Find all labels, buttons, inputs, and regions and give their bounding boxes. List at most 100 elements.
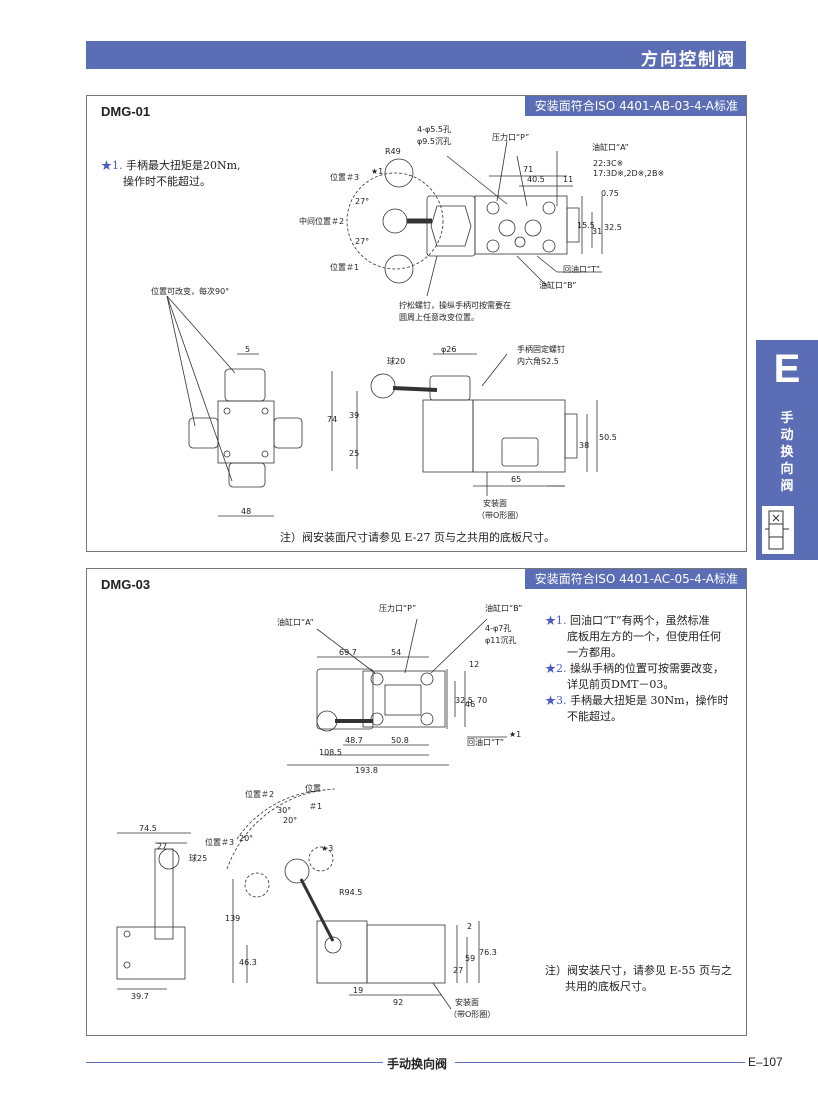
label: φ9.5沉孔 [417, 137, 451, 146]
label: 70 [477, 696, 487, 705]
section-dmg01: DMG-01 安装面符合ISO 4401-AB-03-4-A标准 ★1. 手柄最… [86, 95, 747, 552]
note-text: 手柄最大扭矩是20Nm, [126, 159, 241, 172]
note-text: 回油口“T”有两个，虽然标准 [570, 614, 710, 627]
label: 拧松螺钉，操纵手柄可按需要在 [399, 300, 511, 310]
label: 48.7 [345, 736, 363, 745]
label: 位置可改变，每次90° [151, 286, 229, 296]
label: 内六角S2.5 [517, 356, 559, 366]
handle-knob [316, 710, 338, 732]
label: 38 [579, 441, 589, 450]
label: 19 [353, 986, 363, 995]
iso-badge: 安装面符合ISO 4401-AB-03-4-A标准 [524, 96, 746, 116]
label: 5 [245, 345, 250, 354]
star-marker: ★1 [509, 730, 521, 739]
handle-knob [244, 872, 270, 898]
label: 油缸口“A” [277, 617, 314, 627]
label: 54 [391, 648, 401, 657]
tab-char: 阀 [780, 479, 794, 494]
valve-body [426, 195, 476, 257]
label: 50.5 [599, 433, 617, 442]
valve-body [366, 924, 446, 984]
label: 2 [467, 922, 472, 931]
label: 回油口“T” [467, 737, 504, 747]
label: 74 [327, 415, 337, 424]
label: 20° [239, 834, 253, 843]
note-text: 底板用左方的一个，但使用任何 [567, 630, 721, 643]
valve-symbol-icon [762, 506, 794, 554]
label: 压力口“P” [379, 603, 416, 613]
chapter-tab-body: 手 动 换 向 阀 [756, 398, 818, 560]
iso-badge: 安装面符合ISO 4401-AC-05-4-A标准 [524, 569, 746, 589]
note-item: ★3. 手柄最大扭矩是 30Nm，操作时 不能超过。 [545, 693, 745, 725]
label: 4-φ5.5孔 [417, 125, 451, 134]
handle-knob [158, 848, 180, 870]
handle-knob [370, 373, 396, 399]
star-marker: ★2. [545, 662, 567, 675]
footnote-line: 共用的底板尺寸。 [565, 980, 653, 993]
chapter-tab: E 手 动 换 向 阀 [756, 340, 818, 560]
label: 46 [465, 700, 475, 709]
label: 位置 [305, 783, 321, 793]
footer-line [455, 1062, 745, 1063]
label: 27 [157, 842, 167, 851]
label: 31 [592, 227, 602, 236]
valve-body [316, 668, 374, 730]
label: 32.5 [455, 696, 473, 705]
tab-char: 向 [780, 462, 794, 477]
label: 油缸口“B” [485, 603, 522, 613]
footer-title: 手动换向阀 [383, 1055, 452, 1072]
label: 位置＃1 [330, 262, 359, 272]
header-bar: 方向控制阀 [86, 41, 746, 70]
label: 位置＃3 [330, 172, 359, 182]
valve-body [362, 670, 446, 728]
note-item: ★1. 回油口“T”有两个，虽然标准 底板用左方的一个，但使用任何 一方都用。 [545, 613, 745, 661]
note-text: 手柄最大扭矩是 30Nm，操作时 [570, 694, 729, 707]
note-text: 一方都用。 [567, 646, 622, 659]
label: 手柄固定螺钉 [517, 344, 565, 354]
model-name: DMG-01 [101, 104, 151, 119]
label: 92 [393, 998, 403, 1007]
label: 15.5 [577, 221, 595, 230]
label: 76.3 [479, 948, 497, 957]
label: 回油口“T” [563, 264, 600, 274]
handle-arc [346, 172, 444, 270]
label: R94.5 [339, 888, 362, 897]
note-item: ★2. 操纵手柄的位置可按需要改变， 详见前页DMT－03。 [545, 661, 745, 693]
label: 40.5 [527, 175, 545, 184]
label: 27 [453, 966, 463, 975]
star-marker: ★1 [371, 167, 383, 176]
valve-body [422, 399, 474, 473]
label: 39.7 [131, 992, 149, 1001]
label: 48 [241, 507, 251, 516]
footnote: 注）阀安装面尺寸请参见 E-27 页与之共用的底板尺寸。 [280, 531, 555, 544]
note-text: 操纵手柄的位置可按需要改变， [570, 662, 724, 675]
valve-body [474, 195, 568, 255]
label: 4-φ7孔 [485, 624, 511, 633]
label: 17:3D※,2D※,2B※ [593, 169, 664, 178]
tab-char: 动 [780, 428, 794, 443]
section-dmg03: DMG-03 安装面符合ISO 4401-AC-05-4-A标准 ★1. 回油口… [86, 568, 747, 1036]
tab-char: 换 [780, 445, 794, 460]
star-marker: ★3. [545, 694, 567, 707]
label: 27° [355, 197, 369, 206]
chapter-letter: E [756, 340, 818, 398]
footnote-line: 注）阀安装尺寸，请参见 E-55 页与之 [545, 964, 732, 977]
label: 25 [349, 449, 359, 458]
label: （带O形圈） [449, 1010, 495, 1019]
label: φ11沉孔 [485, 636, 516, 645]
dmg03-drawing: 油缸口“A” 压力口“P” 油缸口“B” 4-φ7孔 φ11沉孔 69.7 54… [116, 603, 522, 1019]
model-name: DMG-03 [101, 577, 151, 592]
label: 50.8 [391, 736, 409, 745]
label: 0.75 [601, 189, 619, 198]
label: 69.7 [339, 648, 357, 657]
valve-body [217, 400, 275, 464]
label: 74.5 [139, 824, 157, 833]
label: 压力口“P” [492, 132, 529, 142]
valve-body [472, 399, 566, 473]
label: 22:3C※ [593, 159, 623, 168]
footer-line [86, 1062, 383, 1063]
chapter-tab-text: 手 动 换 向 阀 [756, 410, 818, 495]
label: 12 [469, 660, 479, 669]
label: 位置＃2 [245, 789, 274, 799]
label: 32.5 [604, 223, 622, 232]
